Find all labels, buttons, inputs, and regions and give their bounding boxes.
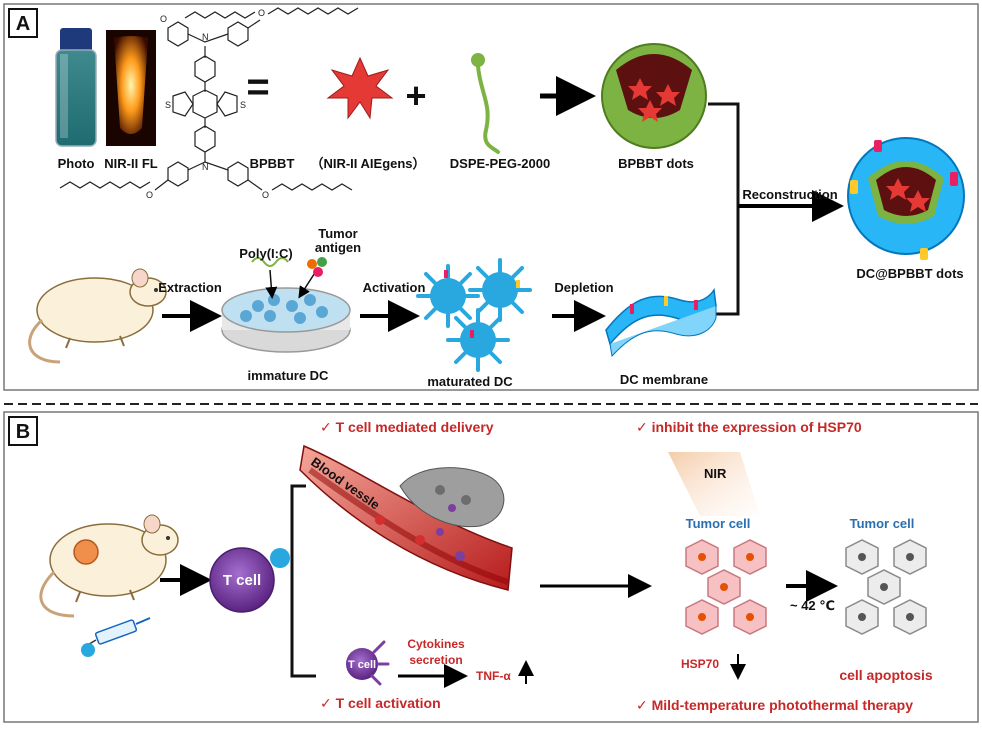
svg-text:N: N — [202, 32, 209, 42]
tumor-cell-label-1: Tumor cell — [686, 516, 751, 531]
dc-bpbbt-dots-label: DC@BPBBT dots — [856, 266, 963, 281]
matured-dc-cells — [416, 258, 532, 372]
svg-text:O: O — [146, 190, 153, 200]
reconstruction-bracket — [708, 102, 740, 316]
bpbbt-label: BPBBT — [250, 156, 295, 171]
nir-label: NIR — [704, 466, 727, 481]
nir-light-beam — [668, 452, 760, 516]
tumor-cell-label-2: Tumor cell — [850, 516, 915, 531]
aiegens-label: （NIR-II AIEgens） — [310, 156, 425, 171]
nir-fl-label: NIR-II FL — [104, 156, 157, 171]
svg-text:O: O — [262, 190, 269, 200]
panel-b-letter: B — [16, 421, 30, 443]
equals-sign: = — [246, 65, 269, 109]
aiegen-star-icon — [326, 56, 394, 120]
nir-fluorescence-image — [106, 30, 156, 146]
panel-a-frame — [3, 3, 979, 391]
heated-tumor-cells — [685, 539, 767, 635]
polyic-label: Poly(I:C) — [239, 246, 292, 261]
blood-vessel-tumor — [299, 444, 513, 591]
mouse-icon — [28, 268, 167, 364]
immature-dc-label: immature DC — [248, 368, 330, 383]
panel-a-letter-box — [8, 8, 38, 38]
bpbbt-molecule-structure: O N O S S N O O — [59, 7, 359, 200]
svg-text:S: S — [165, 100, 171, 110]
mild-ptt-label: ✓ Mild-temperature photothermal therapy — [636, 697, 913, 713]
tnf-label: TNF-α — [476, 669, 511, 683]
cell-apoptosis-label: cell apoptosis — [839, 667, 933, 683]
svg-text:S: S — [240, 100, 246, 110]
tcell-delivery-label: ✓ T cell mediated delivery — [320, 419, 494, 435]
svg-text:O: O — [160, 14, 167, 24]
tumor-label: Tumor — [318, 226, 357, 241]
antigen-label: antigen — [315, 240, 361, 255]
panel-b-letter-box — [8, 416, 38, 446]
svg-text:N: N — [202, 162, 209, 172]
extraction-label: Extraction — [158, 280, 222, 295]
activation-label: Activation — [363, 280, 426, 295]
vial-photo — [55, 28, 97, 147]
dc-membrane-sheet — [605, 287, 717, 358]
dc-bpbbt-dots-nanoparticle — [847, 137, 965, 260]
t-cell-small-label: T cell — [348, 659, 376, 671]
maturated-dc-label: maturated DC — [427, 374, 513, 389]
cytokines-label: Cytokines — [407, 637, 465, 651]
svg-text:O: O — [258, 8, 265, 18]
petri-dish-immature-dc — [221, 257, 351, 353]
t-cell-large-label: T cell — [223, 572, 261, 589]
dspe-peg-lipid-icon — [471, 53, 500, 154]
bpbbt-dots-nanoparticle — [601, 43, 707, 149]
secretion-label: secretion — [409, 653, 462, 667]
hsp70-label: HSP70 — [681, 657, 719, 671]
t-cell-small — [346, 640, 390, 686]
photo-label: Photo — [58, 156, 95, 171]
dspe-peg-label: DSPE-PEG-2000 — [450, 156, 550, 171]
inhibit-hsp70-label: ✓ inhibit the expression of HSP70 — [636, 419, 862, 435]
tcell-activation-label: ✓ T cell activation — [320, 695, 441, 711]
panel-b-frame — [3, 411, 979, 723]
dc-membrane-label: DC membrane — [620, 372, 708, 387]
t-cell-branch-bracket — [290, 484, 316, 678]
apoptotic-tumor-cells — [845, 539, 927, 635]
plus-sign: + — [405, 75, 426, 116]
syringe-icon — [81, 617, 151, 657]
bpbbt-dots-label: BPBBT dots — [618, 156, 694, 171]
depletion-label: Depletion — [554, 280, 613, 295]
tumor-bearing-mouse-icon — [39, 514, 179, 618]
panel-a-letter: A — [16, 13, 30, 35]
t-cell-large — [209, 547, 290, 613]
temperature-label: ~ 42 ℃ — [790, 598, 835, 613]
reconstruction-label: Reconstruction — [742, 187, 837, 202]
